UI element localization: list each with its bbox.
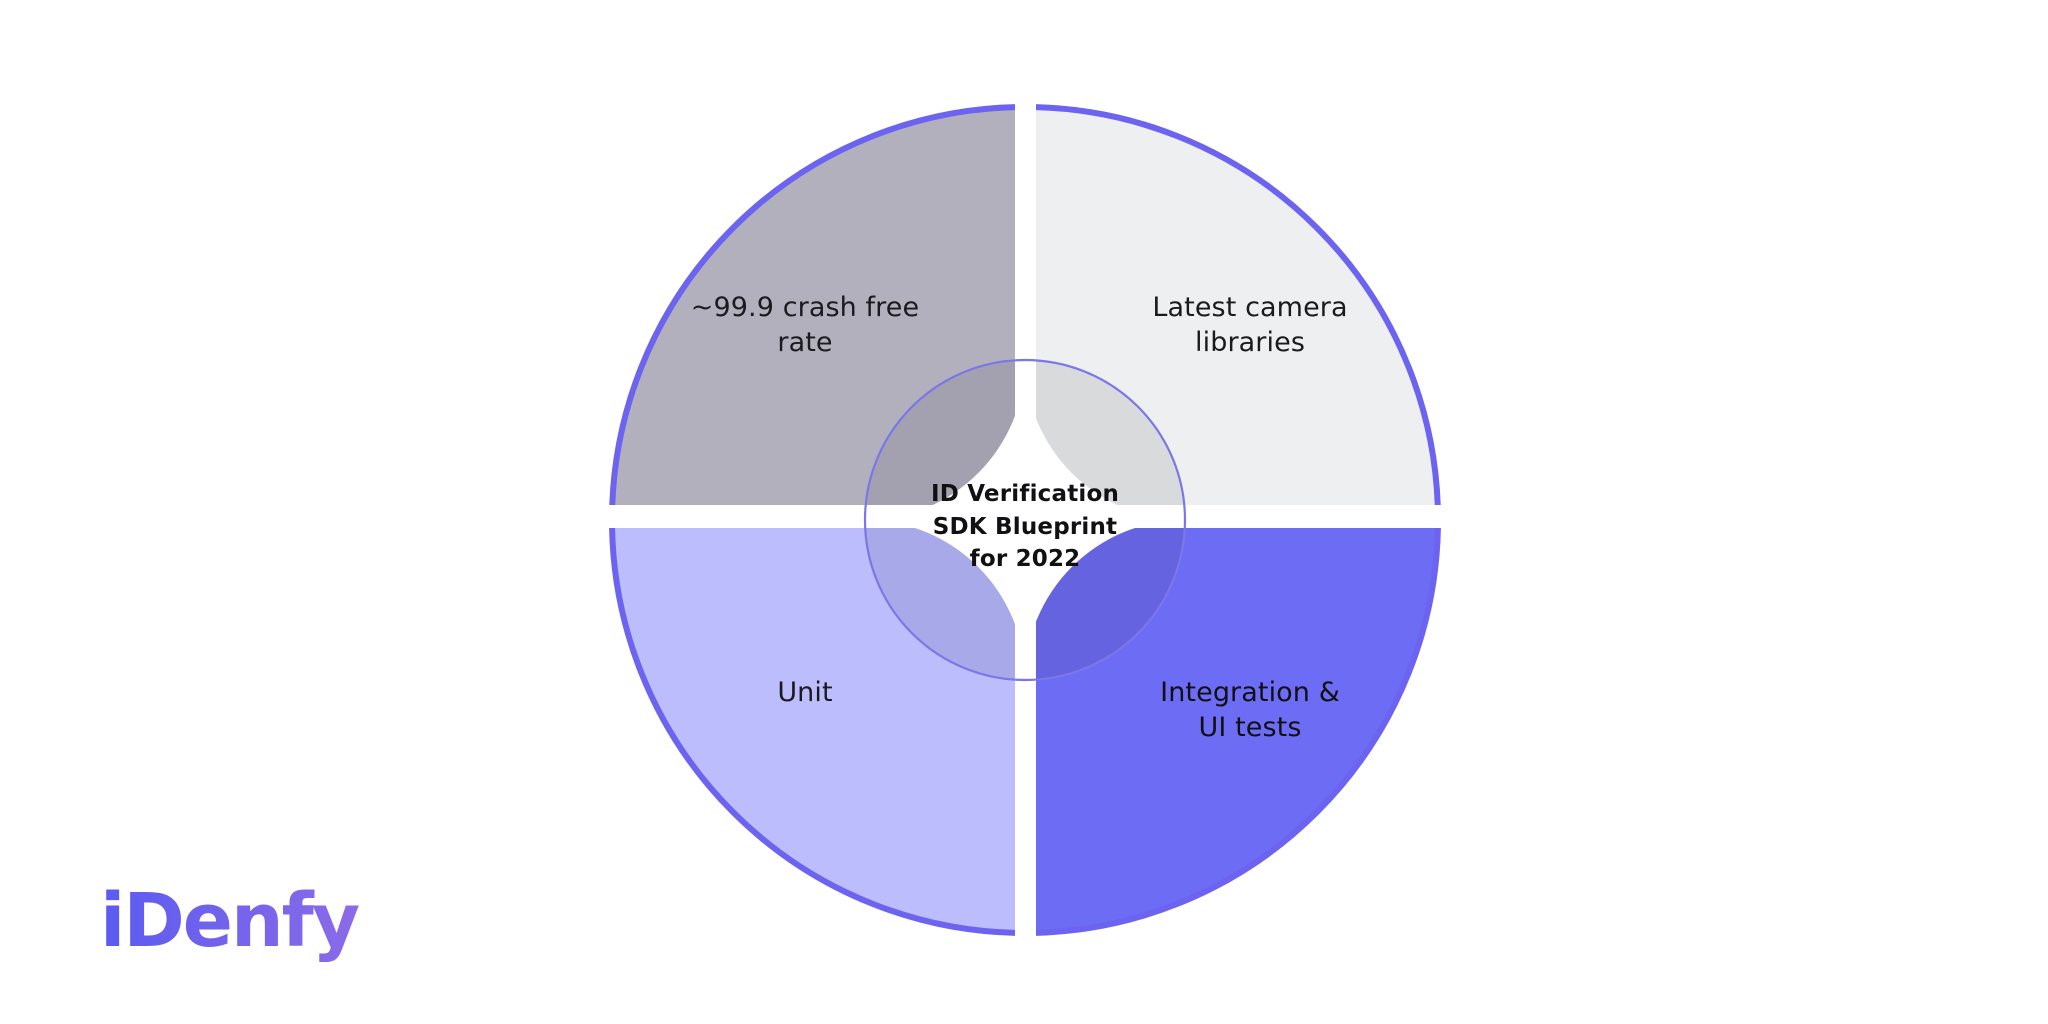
idenfy-logo: iDenfy <box>100 872 360 972</box>
petal-top-left <box>865 360 1015 505</box>
idenfy-logo-icon: iDenfy <box>100 878 360 964</box>
horizontal-gutter <box>600 505 1450 528</box>
petal-top-right <box>1036 360 1185 505</box>
petal-bottom-left <box>865 528 1015 680</box>
idenfy-logo-text: iDenfy <box>100 878 359 964</box>
petal-bottom-right <box>1036 528 1185 680</box>
inner-ring-stroke <box>863 358 1187 682</box>
inner-petals <box>865 360 1185 680</box>
